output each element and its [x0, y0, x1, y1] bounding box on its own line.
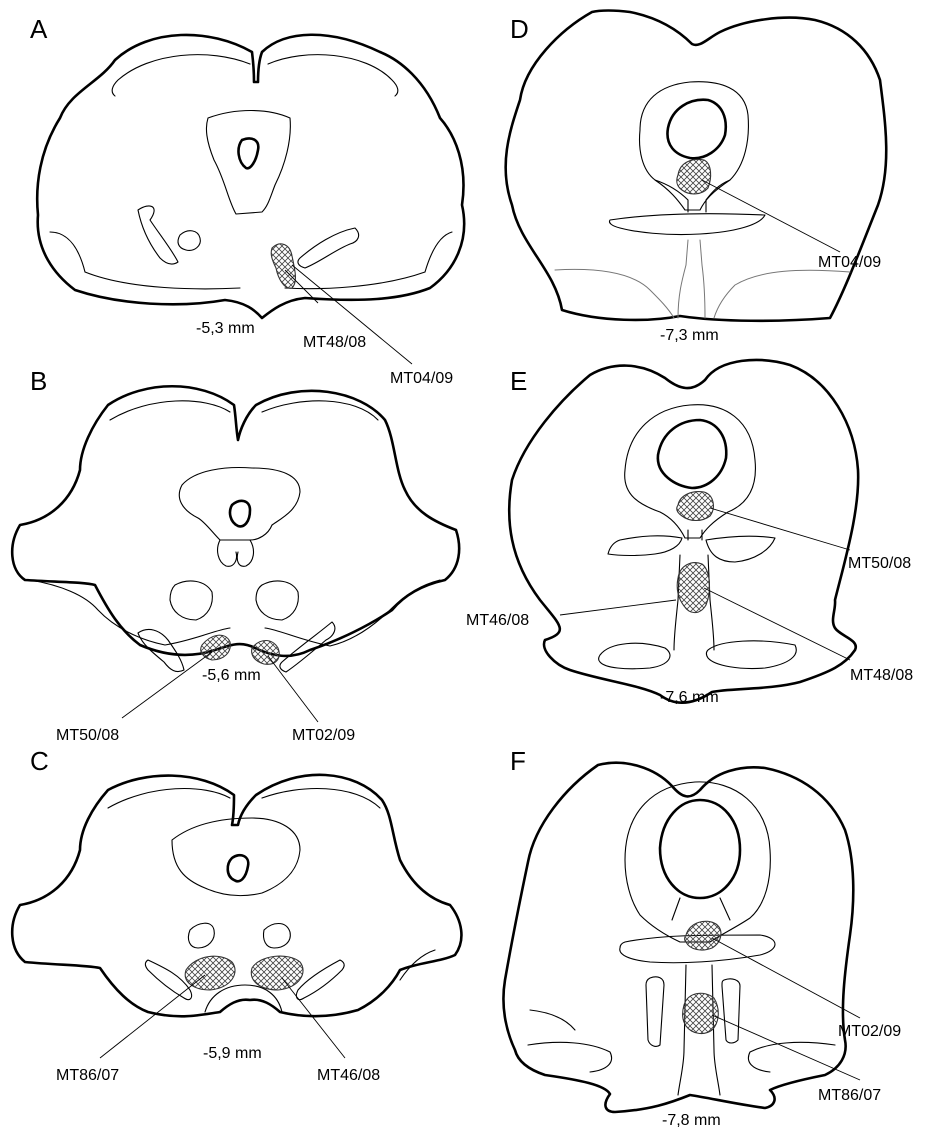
tract-right-e	[706, 536, 775, 562]
ventral-edge-d	[555, 269, 850, 318]
label-f-1: MT02/09	[838, 1023, 901, 1040]
aqueduct-e	[658, 420, 726, 488]
aqueduct-b	[230, 501, 250, 527]
lesion-c-2	[251, 956, 303, 990]
lesion-e-1	[677, 492, 714, 521]
ventricle-f	[625, 782, 770, 942]
section-outline-e	[509, 360, 858, 703]
nucleus-left-c	[188, 923, 214, 948]
tract-right-b	[280, 622, 335, 672]
cortex-line-c	[108, 789, 435, 980]
tract-bottom-left-e	[599, 643, 671, 668]
tract-left-b	[138, 629, 184, 671]
label-e-3: MT48/08	[850, 667, 913, 684]
panel-f: F -7,8 mm MT02/09 MT86/07	[503, 746, 901, 1129]
ventral-left-f	[528, 1010, 612, 1072]
aqueduct-d	[667, 100, 725, 159]
depth-c: -5,9 mm	[203, 1045, 262, 1062]
lesion-f-1	[685, 921, 721, 950]
column-left-f	[646, 977, 664, 1047]
ventricle-b	[179, 468, 300, 540]
tract-left-a	[138, 206, 178, 264]
tract-d	[609, 214, 765, 235]
depth-a: -5,3 mm	[196, 320, 255, 337]
depth-e: -7,6 mm	[660, 689, 719, 706]
midline-d	[678, 240, 705, 318]
cortex-line-a	[50, 55, 452, 289]
label-b-2: MT02/09	[292, 727, 355, 744]
panel-letter-d: D	[510, 14, 529, 44]
tract-left-e	[608, 536, 682, 556]
aqueduct-a	[239, 138, 259, 168]
label-d-1: MT04/09	[818, 254, 881, 271]
label-a-2: MT04/09	[390, 370, 453, 387]
tract-right-a	[298, 228, 359, 268]
label-e-1: MT50/08	[848, 555, 911, 572]
tract-left-c	[145, 960, 191, 1000]
recess-b	[218, 540, 254, 566]
label-e-2: MT46/08	[466, 612, 529, 629]
lesion-f-2	[683, 993, 719, 1033]
section-outline-b	[12, 386, 459, 656]
depth-b: -5,6 mm	[202, 667, 261, 684]
label-b-1: MT50/08	[56, 727, 119, 744]
panel-letter-c: C	[30, 746, 49, 776]
panel-letter-e: E	[510, 366, 527, 396]
lesion-b-1	[201, 635, 231, 660]
nucleus-left-a	[178, 231, 200, 251]
nucleus-right-b	[256, 581, 298, 620]
lesion-d-1	[677, 160, 711, 194]
stem-f	[672, 898, 730, 920]
lesion-b-2	[252, 641, 280, 665]
section-outline-f	[503, 763, 853, 1112]
label-c-1: MT86/07	[56, 1067, 119, 1084]
label-c-2: MT46/08	[317, 1067, 380, 1084]
nucleus-left-b	[170, 581, 212, 620]
nucleus-right-c	[263, 924, 290, 949]
column-right-f	[722, 979, 740, 1043]
aqueduct-c	[228, 855, 249, 881]
panel-letter-f: F	[510, 746, 526, 776]
panel-b: B -5,6 mm MT50/08 MT02/09	[12, 366, 459, 744]
ventricle-a	[206, 111, 290, 215]
ventral-right-f	[748, 1042, 835, 1072]
panel-c: C -5,9 mm MT86/07 MT46/08	[12, 746, 461, 1084]
panel-a: A -5,3 mm MT48/08 MT04/09	[30, 14, 464, 387]
tract-right-c	[296, 960, 344, 1000]
panel-letter-a: A	[30, 14, 48, 44]
label-f-2: MT86/07	[818, 1087, 881, 1104]
lesion-e-2	[677, 563, 709, 613]
depth-d: -7,3 mm	[660, 327, 719, 344]
depth-f: -7,8 mm	[662, 1112, 721, 1129]
tract-bottom-right-e	[707, 641, 797, 669]
label-a-1: MT48/08	[303, 334, 366, 351]
panel-letter-b: B	[30, 366, 47, 396]
aqueduct-f	[660, 800, 740, 898]
lesion-a-1	[271, 244, 295, 288]
section-outline-a	[37, 35, 464, 318]
panel-e: E -7,6 mm MT50/08 MT46/08 MT48/08	[466, 360, 913, 706]
panel-d: D -7,3 mm MT04/09	[506, 11, 887, 345]
